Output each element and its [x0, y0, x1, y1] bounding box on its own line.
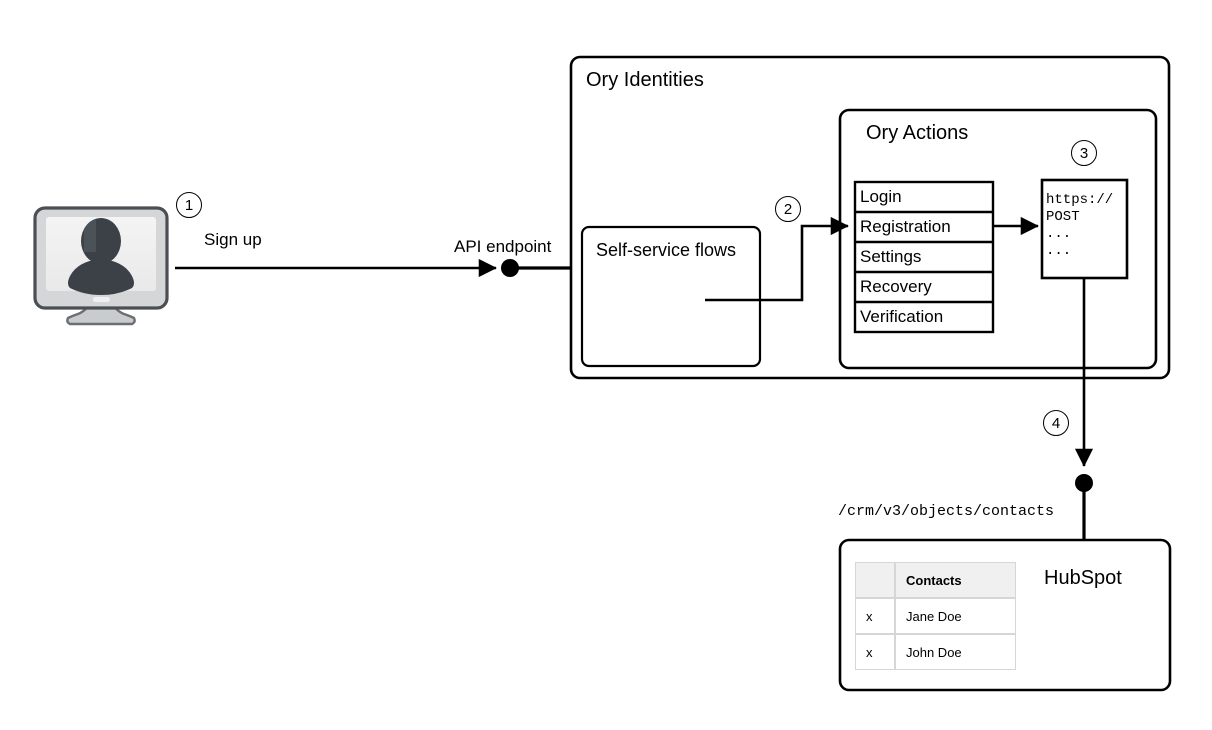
api-endpoint-label: API endpoint	[454, 237, 552, 256]
flow-item-settings[interactable]: Settings	[860, 247, 922, 266]
api-endpoint-dot	[501, 259, 519, 277]
edge-selfservice-to-registration	[705, 216, 849, 302]
flow-item-verification[interactable]: Verification	[860, 307, 944, 326]
step-badge-3: 3	[1071, 140, 1097, 166]
table-row-name: John Doe	[895, 634, 1016, 670]
flow-item-registration[interactable]: Registration	[860, 217, 951, 236]
signup-label: Sign up	[204, 230, 262, 249]
desktop-monitor-user-icon	[33, 206, 169, 326]
self-service-flows-title: Self-service flows	[596, 240, 737, 260]
table-row-flag: x	[855, 634, 895, 670]
table-header-blank	[855, 562, 895, 598]
ory-actions-title: Ory Actions	[866, 122, 969, 144]
flow-item-login[interactable]: Login	[860, 187, 902, 206]
webhook-request-text: https:// POST ... ...	[1046, 192, 1114, 259]
step-badge-4: 4	[1043, 410, 1069, 436]
hubspot-title: HubSpot	[1044, 567, 1122, 589]
hubspot-endpoint-dot	[1075, 474, 1093, 492]
flow-item-recovery[interactable]: Recovery	[860, 277, 932, 296]
ory-identities-title: Ory Identities	[586, 69, 704, 91]
table-header-contacts: Contacts	[895, 562, 1016, 598]
step-badge-1: 1	[176, 192, 202, 218]
self-service-flows-box	[580, 225, 762, 368]
flow-list-box	[853, 180, 995, 334]
crm-path-label: /crm/v3/objects/contacts	[838, 503, 1055, 520]
step-badge-2: 2	[775, 196, 801, 222]
table-row-name: Jane Doe	[895, 598, 1016, 634]
table-row-flag: x	[855, 598, 895, 634]
